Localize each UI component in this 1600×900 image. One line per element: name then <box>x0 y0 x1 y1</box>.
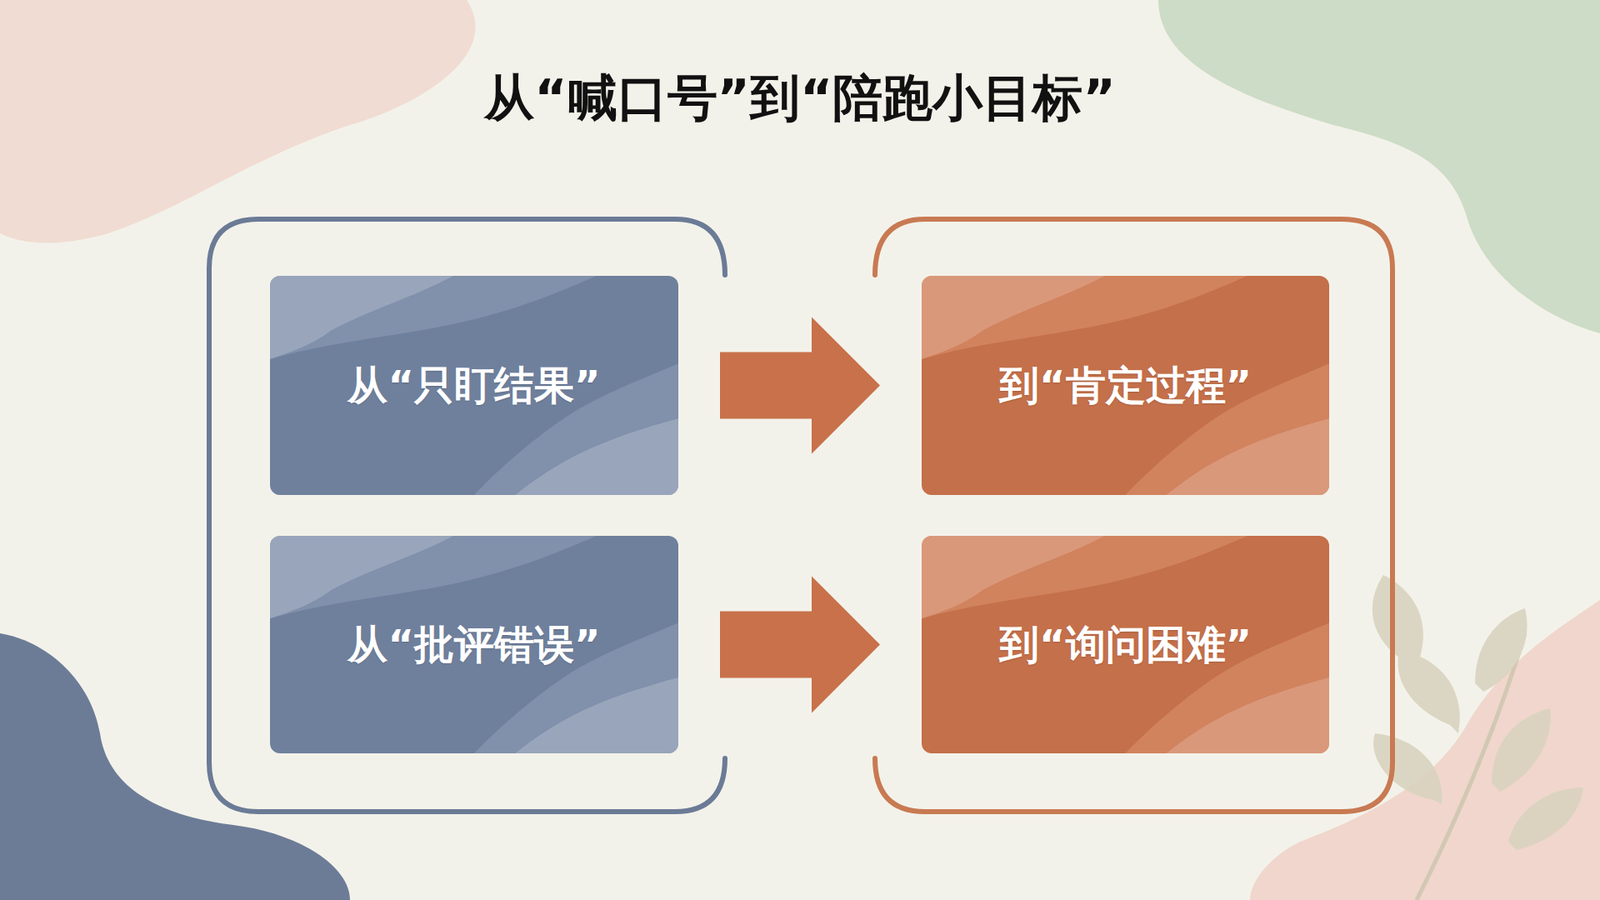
process-box: 到“肯定过程” <box>921 275 1330 495</box>
box-label: 到“肯定过程” <box>985 359 1265 413</box>
box-label: 到“询问困难” <box>985 618 1265 672</box>
bracket-right <box>875 219 1393 812</box>
box-label: 从“批评错误” <box>334 618 614 672</box>
title: 从“喊口号”到“陪跑小目标” <box>0 65 1600 133</box>
block-arrow <box>720 576 880 714</box>
block-arrow <box>720 317 880 455</box>
blob-top-left <box>0 0 476 244</box>
process-box: 从“批评错误” <box>270 535 679 754</box>
bracket-left <box>209 219 725 812</box>
process-box: 从“只盯结果” <box>270 275 679 495</box>
process-box: 到“询问困难” <box>921 535 1330 754</box>
leaf-illustration <box>1372 575 1584 900</box>
box-label: 从“只盯结果” <box>334 359 614 413</box>
